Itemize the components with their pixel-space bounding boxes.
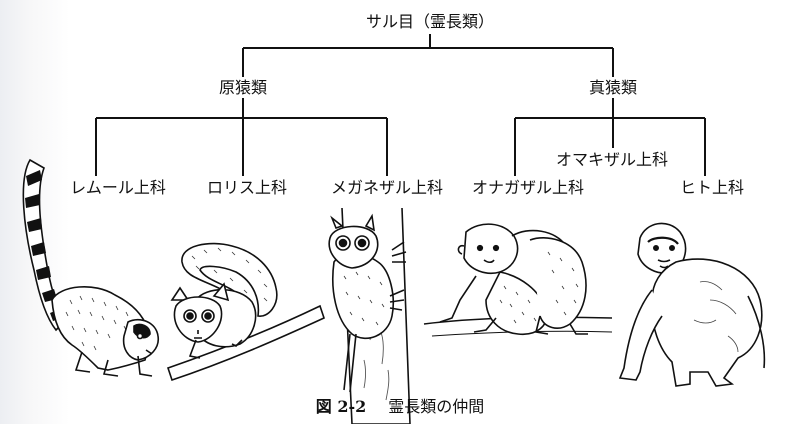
monkey2-fur bbox=[547, 251, 579, 316]
lemur-illustration bbox=[22, 158, 160, 377]
tarsier-illustration bbox=[328, 207, 411, 424]
root-label: サル目（霊長類） bbox=[365, 12, 495, 31]
suborder-anthropoid-label: 真猿類 bbox=[588, 78, 638, 97]
superfamily-tarsier-label: メガネザル上科 bbox=[330, 178, 444, 197]
gorilla-illustration bbox=[618, 222, 766, 387]
superfamily-newworld-label: オマキザル上科 bbox=[555, 150, 669, 169]
superfamily-loris-label: ロリス上科 bbox=[206, 178, 288, 197]
figure-number: 図 2-2 bbox=[315, 397, 367, 416]
galago-illustration bbox=[166, 242, 325, 382]
monkey-fur bbox=[499, 285, 537, 324]
lemur-fur bbox=[65, 295, 129, 351]
galago-fur bbox=[191, 247, 268, 302]
superfamily-hominoid-label: ヒト上科 bbox=[679, 178, 745, 197]
superfamily-oldworld-label: オナガザル上科 bbox=[471, 178, 585, 197]
figure-caption: 図 2-2 霊長類の仲間 bbox=[316, 397, 485, 417]
tree-lines bbox=[95, 34, 706, 176]
superfamily-lemur-label: レムール上科 bbox=[70, 178, 166, 197]
figure-title: 霊長類の仲間 bbox=[388, 397, 485, 416]
suborder-prosimian-label: 原猿類 bbox=[218, 78, 268, 97]
monkey-illustration bbox=[423, 223, 613, 337]
tarsier-fur bbox=[343, 271, 385, 326]
gorilla-shading bbox=[693, 281, 739, 353]
